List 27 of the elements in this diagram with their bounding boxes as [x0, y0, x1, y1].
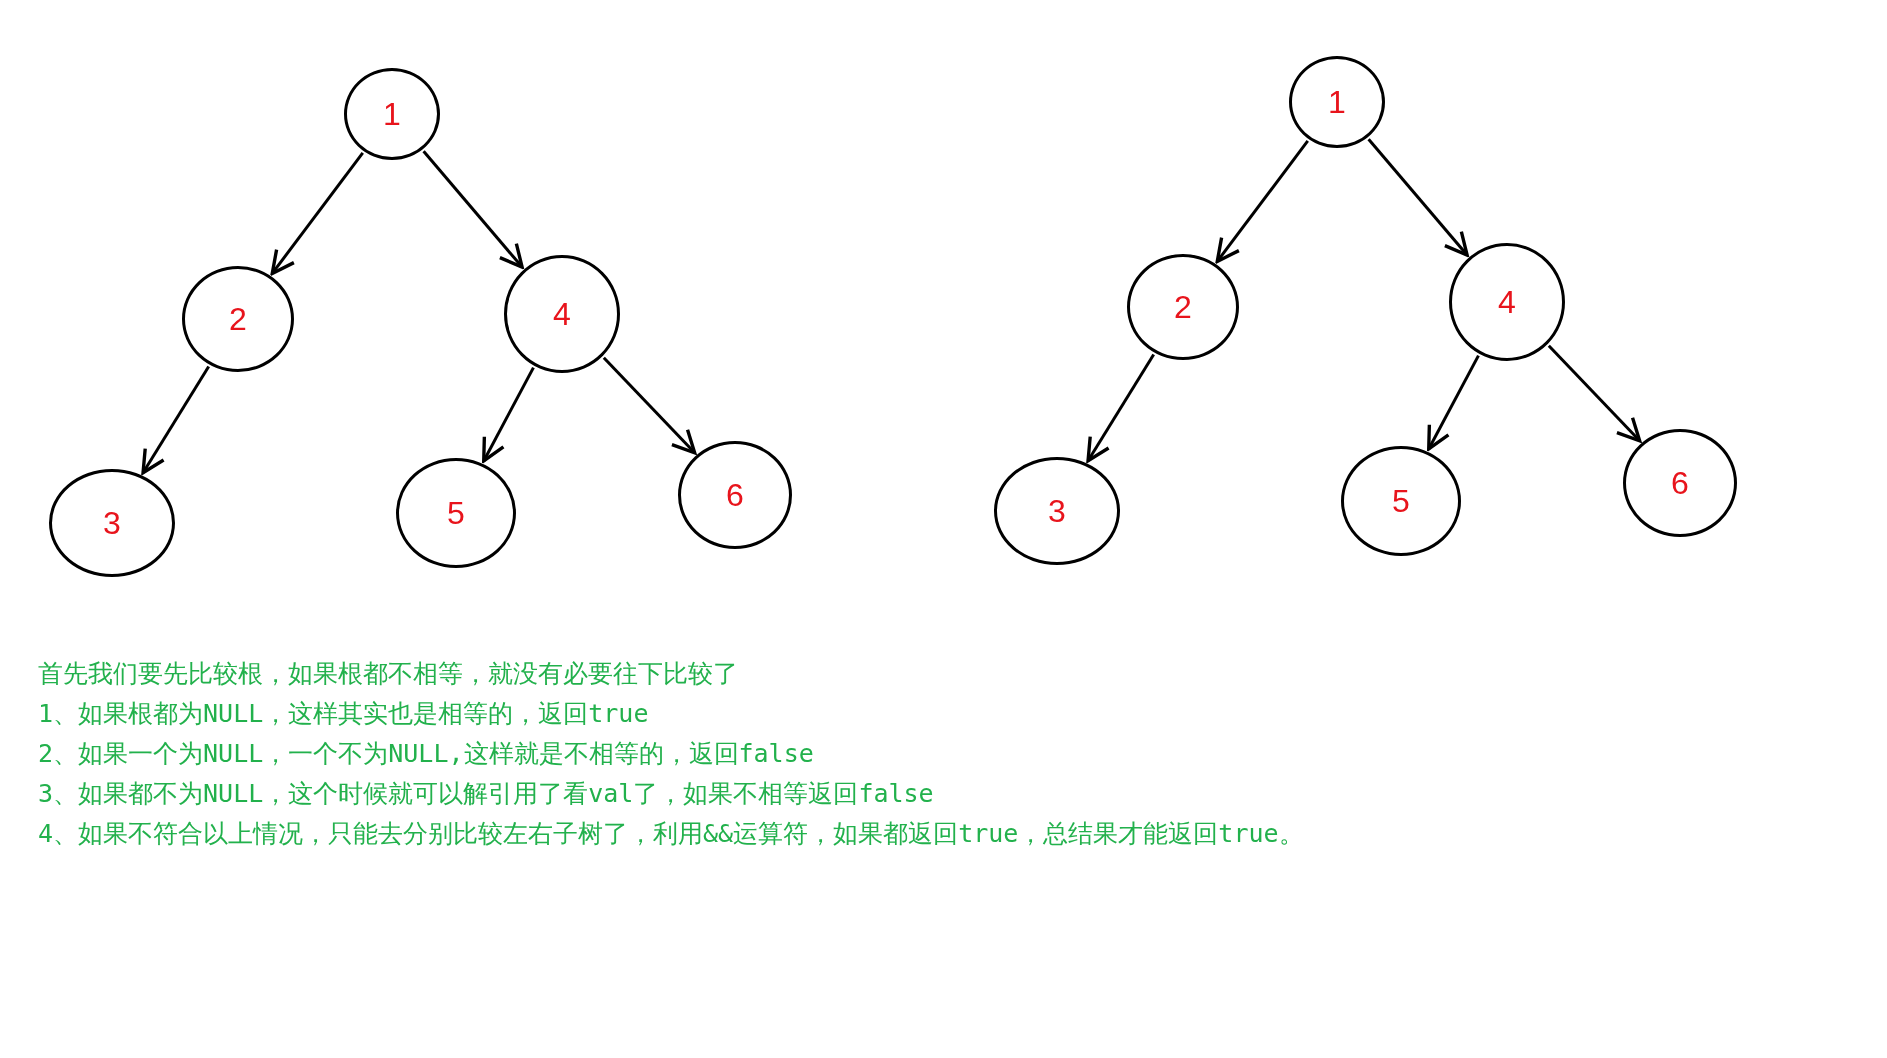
arrow	[270, 152, 364, 276]
tree-node-circle: 3	[994, 457, 1120, 565]
arrow	[1367, 138, 1469, 257]
rule-text: 4、如果不符合以上情况，只能去分别比较左右子树了，利用&&运算符，如果都返回true，总结果才能返回true。	[38, 818, 1304, 850]
arrow	[1427, 354, 1480, 451]
tree-node-circle: 6	[678, 441, 792, 549]
arrow	[141, 365, 210, 475]
tree-node-circle: 1	[344, 68, 440, 160]
rule-text: 1、如果根都为NULL，这样其实也是相等的，返回true	[38, 698, 649, 730]
intro-text: 首先我们要先比较根，如果根都不相等，就没有必要往下比较了	[38, 658, 738, 690]
tree-node-circle: 5	[1341, 446, 1461, 556]
tree-node-circle: 2	[1127, 254, 1239, 360]
tree-node-circle: 4	[1449, 243, 1565, 361]
rule-text: 3、如果都不为NULL，这个时候就可以解引用了看val了，如果不相等返回false	[38, 778, 934, 810]
tree-node-circle: 4	[504, 255, 620, 373]
arrow	[602, 356, 697, 455]
arrow	[422, 150, 524, 269]
tree-node-circle: 2	[182, 266, 294, 372]
arrow	[482, 366, 535, 463]
tree-node-circle: 1	[1289, 56, 1385, 148]
tree-node-circle: 6	[1623, 429, 1737, 537]
arrow	[1215, 140, 1309, 264]
tree-node-circle: 5	[396, 458, 516, 568]
tree-node-circle: 3	[49, 469, 175, 577]
rule-text: 2、如果一个为NULL，一个不为NULL,这样就是不相等的，返回false	[38, 738, 814, 770]
arrow	[1086, 353, 1155, 463]
arrow	[1547, 344, 1642, 443]
